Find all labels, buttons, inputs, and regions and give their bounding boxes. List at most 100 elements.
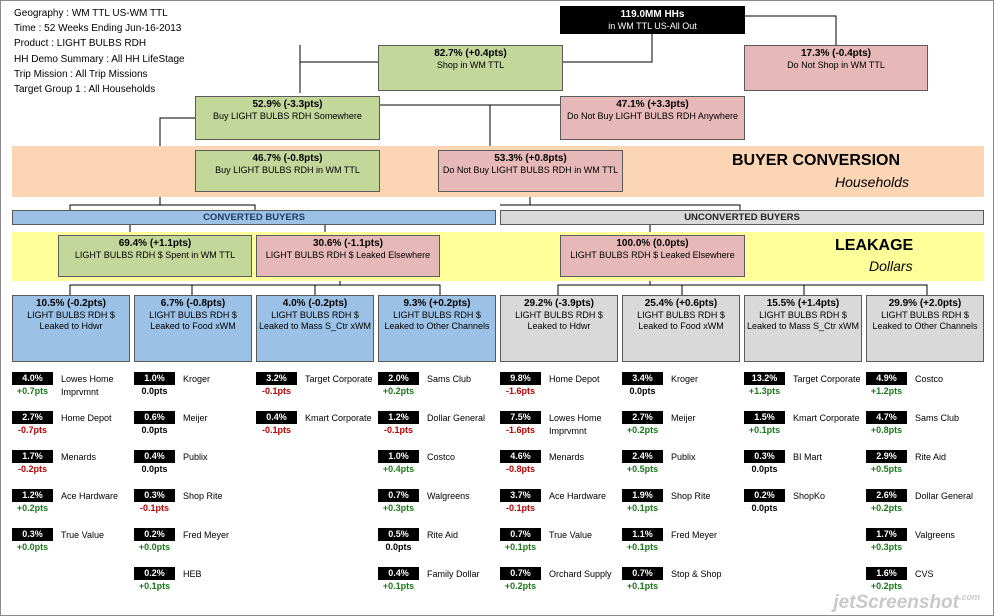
- leaked-elsewhere-converted-node[interactable]: 30.6% (-1.1pts) LIGHT BULBS RDH $ Leaked…: [256, 235, 440, 277]
- root-label: in WM TTL US-All Out: [608, 21, 697, 31]
- retailer-name: ShopKo: [793, 491, 826, 501]
- shop-node[interactable]: 82.7% (+0.4pts) Shop in WM TTL: [378, 45, 563, 91]
- retailer-share: 0.4%: [256, 411, 297, 424]
- buy-somewhere-node[interactable]: 52.9% (-3.3pts) Buy LIGHT BULBS RDH Some…: [195, 96, 380, 140]
- channel-label: LIGHT BULBS RDH $ Leaked to Hdwr: [27, 310, 115, 331]
- leaked-converted-label: LIGHT BULBS RDH $ Leaked Elsewhere: [265, 250, 431, 260]
- root-node[interactable]: 119.0MM HHs in WM TTL US-All Out: [560, 6, 745, 34]
- channel-box-hdwr-unconverted[interactable]: 29.2% (-3.9pts) LIGHT BULBS RDH $ Leaked…: [500, 295, 618, 362]
- channel-box-mass-unconverted[interactable]: 15.5% (+1.4pts) LIGHT BULBS RDH $ Leaked…: [744, 295, 862, 362]
- retailer-share: 1.7%: [12, 450, 53, 463]
- buy-in-wm-label: Buy LIGHT BULBS RDH in WM TTL: [215, 165, 360, 175]
- retailer-change: +0.3pts: [382, 503, 415, 513]
- retailer-name: Target Corporate: [305, 374, 373, 384]
- retailer-name: Sams Club: [427, 374, 472, 384]
- channel-box-hdwr-converted[interactable]: 10.5% (-0.2pts) LIGHT BULBS RDH $ Leaked…: [12, 295, 130, 362]
- leaked-converted-value: 30.6% (-1.1pts): [312, 238, 384, 249]
- root-value: 119.0MM HHs: [620, 9, 685, 20]
- channel-label: LIGHT BULBS RDH $ Leaked to Hdwr: [515, 310, 603, 331]
- spent-in-wm-node[interactable]: 69.4% (+1.1pts) LIGHT BULBS RDH $ Spent …: [58, 235, 252, 277]
- retailer-change: -0.1pts: [261, 386, 291, 396]
- retailer-share: 0.5%: [378, 528, 419, 541]
- watermark: jetScreenshot.com: [833, 592, 980, 613]
- channel-value: 10.5% (-0.2pts): [35, 298, 107, 309]
- retailer-change: +0.8pts: [870, 425, 903, 435]
- report-filters: Geography : WM TTL US-WM TTL Time : 52 W…: [14, 6, 185, 97]
- retailer-name: Kmart Corporate: [793, 413, 860, 423]
- channel-value: 29.2% (-3.9pts): [523, 298, 595, 309]
- retailer-name: Dollar General: [915, 491, 974, 501]
- not-buy-in-wm-label: Do Not Buy LIGHT BULBS RDH in WM TTL: [442, 165, 619, 175]
- channel-label: LIGHT BULBS RDH $ Leaked to Food xWM: [637, 310, 725, 331]
- retailer-name: Costco: [915, 374, 944, 384]
- buy-in-wm-node[interactable]: 46.7% (-0.8pts) Buy LIGHT BULBS RDH in W…: [195, 150, 380, 192]
- retailer-share: 1.2%: [12, 489, 53, 502]
- retailer-change: +0.1pts: [504, 542, 537, 552]
- leakage-subtitle: Dollars: [869, 258, 913, 274]
- channel-box-other-converted[interactable]: 9.3% (+0.2pts) LIGHT BULBS RDH $ Leaked …: [378, 295, 496, 362]
- retailer-name: True Value: [549, 530, 593, 540]
- leaked-elsewhere-unconverted-node[interactable]: 100.0% (0.0pts) LIGHT BULBS RDH $ Leaked…: [560, 235, 745, 277]
- retailer-name: Walgreens: [427, 491, 470, 501]
- retailer-change: -0.7pts: [17, 425, 47, 435]
- channel-box-other-unconverted[interactable]: 29.9% (+2.0pts) LIGHT BULBS RDH $ Leaked…: [866, 295, 984, 362]
- channel-box-mass-converted[interactable]: 4.0% (-0.2pts) LIGHT BULBS RDH $ Leaked …: [256, 295, 374, 362]
- channel-box-food-converted[interactable]: 6.7% (-0.8pts) LIGHT BULBS RDH $ Leaked …: [134, 295, 252, 362]
- not-shop-node[interactable]: 17.3% (-0.4pts) Do Not Shop in WM TTL: [744, 45, 928, 91]
- not-buy-anywhere-node[interactable]: 47.1% (+3.3pts) Do Not Buy LIGHT BULBS R…: [560, 96, 745, 140]
- leaked-unconverted-value: 100.0% (0.0pts): [616, 238, 689, 249]
- retailer-change: +0.5pts: [870, 464, 903, 474]
- retailer-name: Meijer: [183, 413, 208, 423]
- retailer-change: 0.0pts: [141, 425, 168, 435]
- not-buy-in-wm-node[interactable]: 53.3% (+0.8pts) Do Not Buy LIGHT BULBS R…: [438, 150, 623, 192]
- retailer-change: +0.5pts: [626, 464, 659, 474]
- channel-box-food-unconverted[interactable]: 25.4% (+0.6pts) LIGHT BULBS RDH $ Leaked…: [622, 295, 740, 362]
- retailer-name: BI Mart: [793, 452, 823, 462]
- retailer-change: 0.0pts: [385, 542, 412, 552]
- retailer-name: Sams Club: [915, 413, 960, 423]
